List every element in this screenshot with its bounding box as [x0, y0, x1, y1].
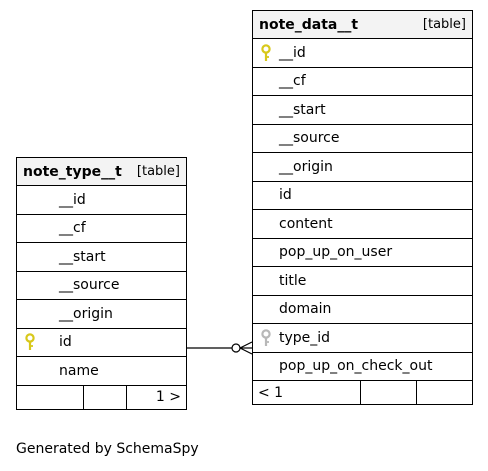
- column-name: id: [279, 187, 292, 204]
- column-row[interactable]: __start: [253, 96, 472, 125]
- column-name: name: [59, 362, 99, 379]
- column-name: __cf: [279, 73, 306, 90]
- column-row[interactable]: __origin: [253, 153, 472, 182]
- column-row[interactable]: domain: [253, 296, 472, 324]
- crows-foot-icon: [239, 341, 253, 355]
- table-footer: < 1: [253, 381, 472, 404]
- table-note-type[interactable]: note_type__t [table] __id __cf __start _…: [16, 157, 187, 410]
- column-row[interactable]: pop_up_on_check_out: [253, 353, 472, 381]
- column-row[interactable]: __id: [17, 186, 186, 215]
- column-row[interactable]: __source: [17, 272, 186, 300]
- parents-count[interactable]: < 1: [253, 381, 361, 404]
- primary-key-icon: [17, 329, 47, 357]
- column-row[interactable]: __cf: [17, 215, 186, 243]
- footer-cell: [361, 381, 417, 404]
- column-name: __id: [59, 191, 86, 208]
- column-row-foreign-key[interactable]: type_id: [253, 324, 472, 353]
- children-count[interactable]: 1 >: [155, 389, 181, 405]
- column-name: pop_up_on_user: [279, 244, 393, 261]
- column-name: __start: [279, 101, 326, 118]
- column-name: __start: [59, 248, 106, 265]
- column-name: __cf: [59, 220, 86, 237]
- column-name: domain: [279, 301, 332, 318]
- zero-optional-icon: [231, 343, 241, 353]
- column-name: title: [279, 272, 307, 289]
- table-note-data[interactable]: note_data__t [table] __id __cf __start _…: [252, 10, 473, 405]
- generated-by-text: Generated by SchemaSpy: [16, 441, 199, 457]
- column-name: id: [59, 334, 72, 351]
- column-row[interactable]: __start: [17, 243, 186, 272]
- column-row[interactable]: __cf: [253, 68, 472, 96]
- column-name: content: [279, 215, 333, 232]
- table-header: note_data__t [table]: [253, 11, 472, 39]
- foreign-key-icon: [253, 324, 279, 352]
- column-name: __source: [59, 277, 120, 294]
- column-name: __origin: [279, 158, 333, 175]
- table-kind: [table]: [136, 164, 180, 179]
- column-row[interactable]: __origin: [17, 300, 186, 329]
- table-name: note_type__t: [23, 163, 122, 180]
- table-kind: [table]: [422, 17, 466, 32]
- table-name: note_data__t: [259, 16, 359, 33]
- table-header: note_type__t [table]: [17, 158, 186, 186]
- column-name: type_id: [279, 329, 331, 346]
- column-name: __source: [279, 130, 340, 147]
- column-name: __origin: [59, 305, 113, 322]
- column-row[interactable]: id: [253, 182, 472, 210]
- column-row[interactable]: content: [253, 210, 472, 239]
- primary-key-icon: [253, 39, 279, 67]
- column-row[interactable]: title: [253, 267, 472, 296]
- column-name: pop_up_on_check_out: [279, 358, 433, 375]
- footer-cell: [84, 385, 127, 409]
- column-row[interactable]: name: [17, 357, 186, 386]
- column-row[interactable]: pop_up_on_user: [253, 239, 472, 267]
- column-row[interactable]: __source: [253, 125, 472, 153]
- column-row-primary-key[interactable]: id: [17, 329, 186, 357]
- table-footer: 1 >: [17, 385, 186, 409]
- column-name: __id: [279, 44, 306, 61]
- column-row-primary-key[interactable]: __id: [253, 39, 472, 68]
- footer-cell: [17, 385, 84, 409]
